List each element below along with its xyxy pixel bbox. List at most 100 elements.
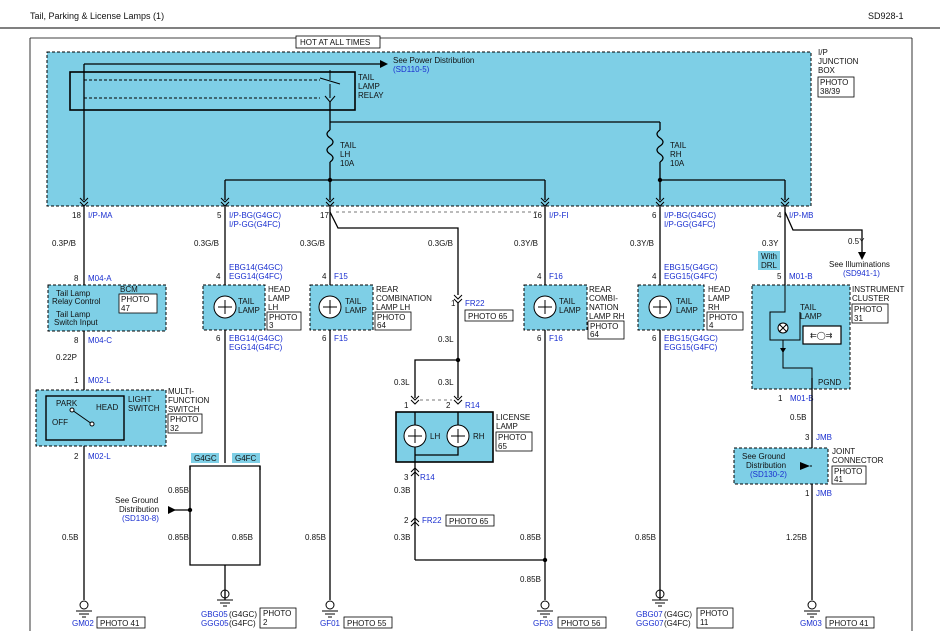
mfs-photo: PHOTO — [170, 415, 198, 424]
cluster-conn: M01-B — [789, 272, 813, 281]
pin-5: 5 — [217, 211, 222, 220]
fr22-bot-conn: FR22 — [422, 516, 442, 525]
relay-label-3: RELAY — [358, 91, 384, 100]
license-title-2: LAMP — [496, 422, 518, 431]
cluster-title-1: INSTRUMENT — [852, 285, 905, 294]
ground-symbols — [76, 589, 820, 618]
multi-function-switch — [35, 389, 167, 447]
wire-0-3l-2: 0.3L — [394, 378, 410, 387]
bcm-conn-a: M04-A — [88, 274, 112, 283]
mfs-photo-num: 32 — [170, 424, 179, 433]
ground-ggg05-suffix: (G4FC) — [229, 619, 256, 628]
ground-gm02: GM02 — [72, 619, 94, 628]
head-rh-tail: TAIL — [676, 297, 693, 306]
hot-label: HOT AT ALL TIMES — [300, 38, 370, 47]
jmb-photo: PHOTO — [834, 467, 862, 476]
wire-0-3l-1: 0.3L — [438, 335, 454, 344]
illum-ref: (SD941-1) — [843, 269, 880, 278]
fr22-top-conn: FR22 — [465, 299, 485, 308]
head-lh-pin-4: 4 — [216, 272, 221, 281]
license-rh: RH — [473, 432, 485, 441]
rear-lh-title-1: REAR — [376, 285, 398, 294]
pin-6: 6 — [652, 211, 657, 220]
tail-lamp-relay — [69, 71, 356, 111]
mfs-title-3: SWITCH — [168, 405, 200, 414]
fuse-lh-label-3: 10A — [340, 159, 355, 168]
head-rh-pin-6: 6 — [652, 334, 657, 343]
cluster-pin-5: 5 — [777, 272, 782, 281]
license-conn-r14: R14 — [465, 401, 480, 410]
bcm-photo: PHOTO — [121, 295, 149, 304]
head-lamp-lh: 4 EBG14(G4GC) EGG14(G4FC) TAIL LAMP HEAD… — [202, 263, 302, 352]
ground-gbg05-suffix: (G4GC) — [229, 610, 257, 619]
g4fc-label: G4FC — [235, 454, 257, 463]
rear-rh-photo-num: 64 — [590, 330, 599, 339]
ground-gbg07-photo: PHOTO — [700, 609, 728, 618]
fuse-rh-label-2: RH — [670, 150, 682, 159]
wire-0-3b-1: 0.3B — [394, 486, 410, 495]
rear-rh-lamp: LAMP — [559, 306, 581, 315]
ipjb-label-2: JUNCTION — [818, 57, 859, 66]
conn-ip-fi: I/P-FI — [549, 211, 569, 220]
cluster-pin-1: 1 — [778, 394, 783, 403]
power-dist-ref: (SD110-5) — [393, 65, 430, 74]
jmb-see: See Ground — [742, 452, 785, 461]
page-title: Tail, Parking & License Lamps (1) — [30, 11, 164, 21]
license-lamp: 1 2 R14 LH RH LICENSE LAMP PHOTO 65 3 R1… — [395, 395, 533, 482]
diagram-code: SD928-1 — [868, 11, 904, 21]
fuse-rh-label-1: TAIL — [670, 141, 687, 150]
rear-combination-lamp-rh: 4 F16 TAIL LAMP REAR COMBI- NATION LAMP … — [523, 272, 625, 343]
rear-rh-pin-4: 4 — [537, 272, 542, 281]
mfs-conn: M02-L — [88, 376, 111, 385]
conn-ip-gg-2: I/P-GG(G4FC) — [664, 220, 716, 229]
jmb-title-2: CONNECTOR — [832, 456, 884, 465]
head-lh-conn-4: EGG14(G4FC) — [229, 343, 283, 352]
wire-1-25b: 1.25B — [786, 533, 807, 542]
g4gc-label: G4GC — [194, 454, 217, 463]
cluster-lamp: LAMP — [800, 312, 822, 321]
rear-rh-title-3: NATION — [589, 303, 619, 312]
mfs-pin-1: 1 — [74, 376, 79, 385]
wire-0-85b-6: 0.85B — [520, 575, 541, 584]
ground-gbg05-photo-num: 2 — [263, 618, 268, 627]
rear-rh-pin-6: 6 — [537, 334, 542, 343]
wire-0-22p: 0.22P — [56, 353, 77, 362]
wire-0-85b-2: 0.85B — [168, 533, 189, 542]
ground-ggg05: GGG05 — [201, 619, 229, 628]
cluster-photo: PHOTO — [854, 305, 882, 314]
relay-label-2: LAMP — [358, 82, 380, 91]
wire-0-5b-1: 0.5B — [62, 533, 78, 542]
ground-gm03-photo: PHOTO 41 — [829, 619, 869, 628]
license-conn-r14b: R14 — [420, 473, 435, 482]
ground-gm02-photo: PHOTO 41 — [100, 619, 140, 628]
head-rh-photo: PHOTO — [709, 313, 737, 322]
pin-16: 16 — [533, 211, 542, 220]
head-lh-title-1: HEAD — [268, 285, 290, 294]
ground-ggg07: GGG07 — [636, 619, 664, 628]
cluster-title-2: CLUSTER — [852, 294, 890, 303]
wire-0-3pb: 0.3P/B — [52, 239, 76, 248]
conn-ip-gg-1: I/P-GG(G4FC) — [229, 220, 281, 229]
wire-0-3yb-2: 0.3Y/B — [630, 239, 654, 248]
fr22-bot-pin: 2 — [404, 516, 409, 525]
mfs-conn-2: M02-L — [88, 452, 111, 461]
jmb-conn-1: JMB — [816, 433, 832, 442]
license-pin-2: 2 — [446, 401, 451, 410]
cluster-photo-num: 31 — [854, 314, 863, 323]
jmb-conn-2: JMB — [816, 489, 832, 498]
mfs-label-1: LIGHT — [128, 395, 152, 404]
wire-0-5b-2: 0.5B — [790, 413, 806, 422]
rear-lh-conn-2: F15 — [334, 334, 348, 343]
conn-ip-mb: I/P-MB — [789, 211, 813, 220]
power-dist-label: See Power Distribution — [393, 56, 474, 65]
bcm-name: BCM — [120, 285, 138, 294]
license-title-1: LICENSE — [496, 413, 530, 422]
headlamp-glyph-icon: ⇇◯⇉ — [810, 331, 833, 340]
bcm-pin-8b: 8 — [74, 336, 79, 345]
rear-rh-tail: TAIL — [559, 297, 576, 306]
head-lh-photo-num: 3 — [269, 321, 274, 330]
license-pin-3: 3 — [404, 473, 409, 482]
head-lh-conn-1: EBG14(G4GC) — [229, 263, 283, 272]
jmb-see-2: Distribution — [746, 461, 786, 470]
